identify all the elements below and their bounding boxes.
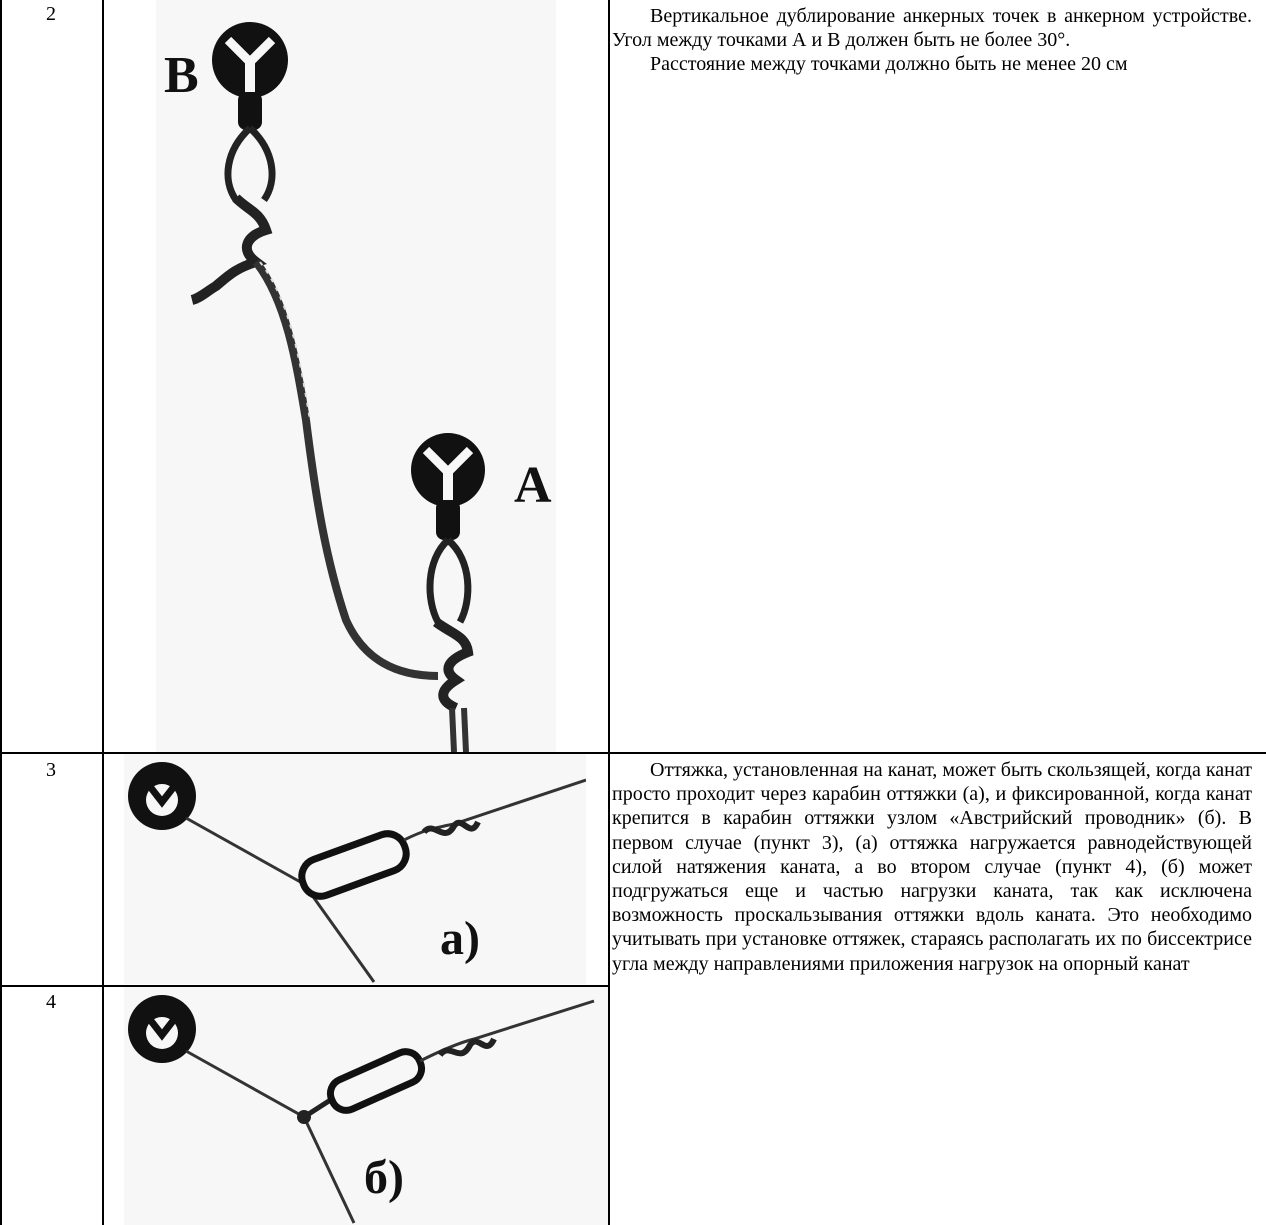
anchor-icon [128,995,196,1063]
row-number: 3 [46,759,56,781]
figure-label: б) [364,1151,404,1204]
paragraph: Оттяжка, установленная на канат, может б… [612,759,1252,975]
rope-loop [224,125,276,203]
carabiner-icon [326,1048,426,1114]
row-number: 4 [46,991,56,1013]
fixed-guy-figure: б) [124,987,608,1225]
anchor-label-b: В [164,47,199,104]
anchor-label-a: А [514,457,552,514]
anchor-a-icon [411,433,485,540]
anchor-icon [128,762,196,830]
row-number: 2 [46,3,56,25]
table-border [0,752,1266,754]
figure-label: а) [440,912,480,965]
carabiner-icon [298,830,410,900]
table-border [608,0,610,1225]
row-3-4-description: Оттяжка, установленная на канат, может б… [612,758,1252,976]
anchor-b-icon [212,22,288,130]
paragraph: Вертикальное дублирование анкерных точек… [612,5,1252,52]
paragraph: Расстояние между точками должно быть не … [650,53,1128,76]
table-border [0,985,608,987]
vertical-anchor-figure: В А [156,0,556,752]
table-border [0,0,2,1225]
knot-bottom [433,617,474,713]
sliding-guy-figure: а) [124,754,586,984]
row-2-description: Вертикальное дублирование анкерных точек… [612,4,1252,77]
table-border [102,0,104,1225]
rope [252,259,439,680]
